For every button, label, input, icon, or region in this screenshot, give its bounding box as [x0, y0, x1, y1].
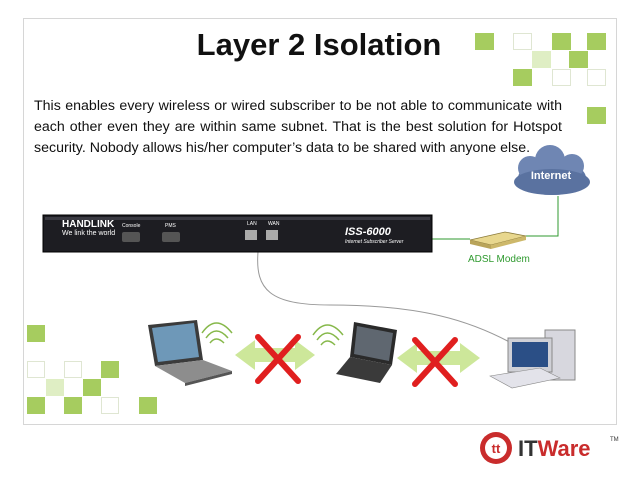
itware-logo-text: ITWare	[518, 436, 591, 461]
decor-square	[27, 325, 45, 342]
decor-square	[101, 397, 119, 414]
laptop-middle-icon	[336, 322, 397, 383]
decor-square	[139, 397, 157, 414]
block-cross-icon	[412, 337, 458, 387]
decor-square	[532, 51, 551, 68]
decor-square	[27, 397, 45, 414]
port-label-lan: LAN	[247, 221, 257, 227]
lan-cable	[257, 251, 516, 346]
port-label-console: Console	[122, 223, 141, 229]
laptop-left-icon	[148, 320, 232, 386]
internet-cloud-icon	[514, 145, 590, 195]
server-device-icon	[42, 214, 433, 253]
desktop-computer-icon	[489, 329, 576, 389]
decor-square	[64, 397, 82, 414]
decor-square	[552, 69, 571, 86]
trademark-mark: TM	[610, 437, 619, 443]
itware-logo-icon: tt	[480, 432, 512, 464]
decor-square	[587, 33, 606, 50]
decor-square	[552, 33, 571, 50]
modem-internet-cable	[520, 196, 559, 237]
decor-square	[569, 51, 588, 68]
decor-square	[587, 69, 606, 86]
blocked-link-left	[235, 334, 315, 384]
port-label-wan: WAN	[268, 221, 280, 227]
decor-square	[475, 33, 494, 50]
slide-title: Layer 2 Isolation	[196, 27, 442, 62]
server-tagline: We link the world	[62, 230, 116, 237]
decor-square	[101, 361, 119, 378]
decor-square	[27, 361, 45, 378]
adsl-modem-icon	[469, 231, 527, 249]
internet-label: Internet	[530, 170, 572, 182]
decor-square	[513, 33, 532, 50]
decor-square	[587, 107, 606, 124]
wifi-signal-icon	[201, 322, 233, 344]
blocked-link-right	[397, 337, 480, 387]
server-model: ISS-6000	[345, 226, 391, 238]
server-brand: HANDLINK	[62, 219, 115, 230]
port-label-pms: PMS	[165, 223, 176, 229]
decor-square	[64, 361, 82, 378]
server-subtitle: Internet Subscriber Server	[345, 239, 404, 245]
decor-square	[83, 379, 101, 396]
wifi-signal-icon	[312, 324, 344, 346]
decor-square	[513, 69, 532, 86]
decor-square	[46, 379, 64, 396]
adsl-modem-label: ADSL Modem	[468, 254, 530, 265]
block-cross-icon	[255, 334, 301, 384]
svg-text:tt: tt	[492, 441, 501, 456]
slide-body-text: This enables every wireless or wired sub…	[34, 98, 562, 156]
